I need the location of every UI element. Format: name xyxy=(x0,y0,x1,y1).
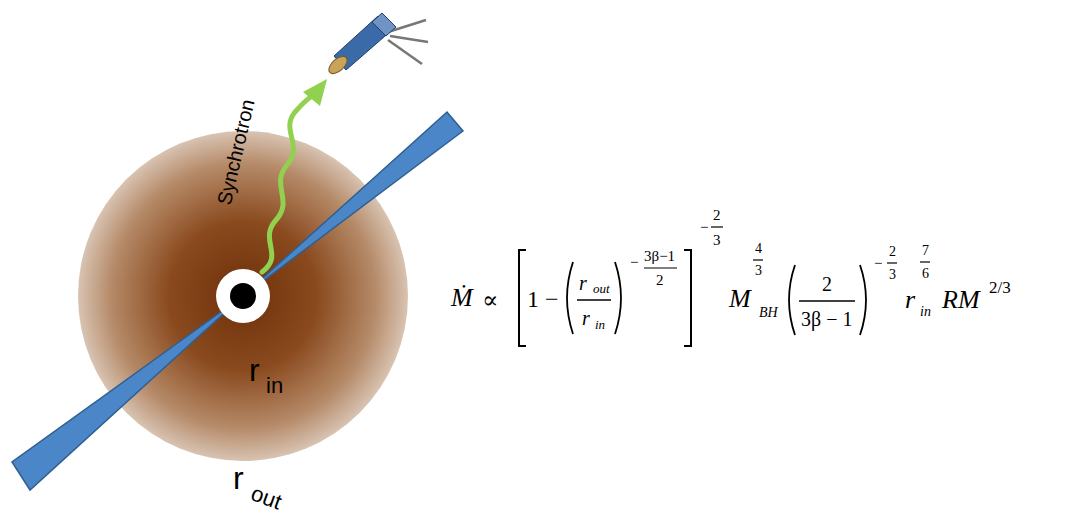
radius-label: r xyxy=(233,462,244,494)
equation-subscript: in xyxy=(920,305,931,319)
equation-subscript: in xyxy=(595,318,605,331)
equation-subscript: BH xyxy=(759,306,778,320)
synchrotron-arrow xyxy=(262,96,312,272)
exponent-denominator: 3 xyxy=(713,233,721,248)
exponent-sign: − xyxy=(874,256,882,271)
equation-term: 1 − xyxy=(527,287,559,311)
equation-symbol: ∝ xyxy=(482,288,498,312)
arrow-head xyxy=(303,79,327,106)
equation-variable: r xyxy=(579,273,587,293)
exponent-denominator: 6 xyxy=(922,267,929,281)
equation-variable: r xyxy=(905,287,915,313)
inner-hole xyxy=(216,269,270,323)
exponent-denominator: 3 xyxy=(755,264,762,278)
radius-label: r xyxy=(249,354,260,386)
telescope-icon xyxy=(326,13,428,77)
radius-subscript: out xyxy=(248,482,284,513)
exponent-numerator: 3β−1 xyxy=(644,249,675,264)
accretion-disk xyxy=(78,131,408,461)
equation-symbol: Ṁ xyxy=(451,285,473,311)
black-hole xyxy=(230,283,256,309)
fraction-numerator: 2 xyxy=(822,274,832,294)
jet xyxy=(12,296,243,490)
exponent-numerator: 4 xyxy=(755,242,762,256)
equation-symbols xyxy=(519,227,930,346)
exponent-denominator: 2 xyxy=(656,273,664,288)
equation-variable: M xyxy=(729,286,751,312)
jet xyxy=(243,112,463,296)
exponent-denominator: 3 xyxy=(889,268,896,282)
radius-subscript: in xyxy=(266,375,283,397)
equation-variable: RM xyxy=(942,287,980,313)
exponent: 2/3 xyxy=(989,279,1011,296)
exponent-numerator: 7 xyxy=(922,244,929,258)
exponent-numerator: 2 xyxy=(713,208,721,223)
fraction-denominator: 3β − 1 xyxy=(801,309,852,329)
exponent-numerator: 2 xyxy=(889,245,896,259)
equation-subscript: out xyxy=(593,282,610,295)
equation-variable: r xyxy=(582,308,590,328)
exponent-sign: − xyxy=(700,220,708,235)
exponent-sign: − xyxy=(630,255,638,270)
